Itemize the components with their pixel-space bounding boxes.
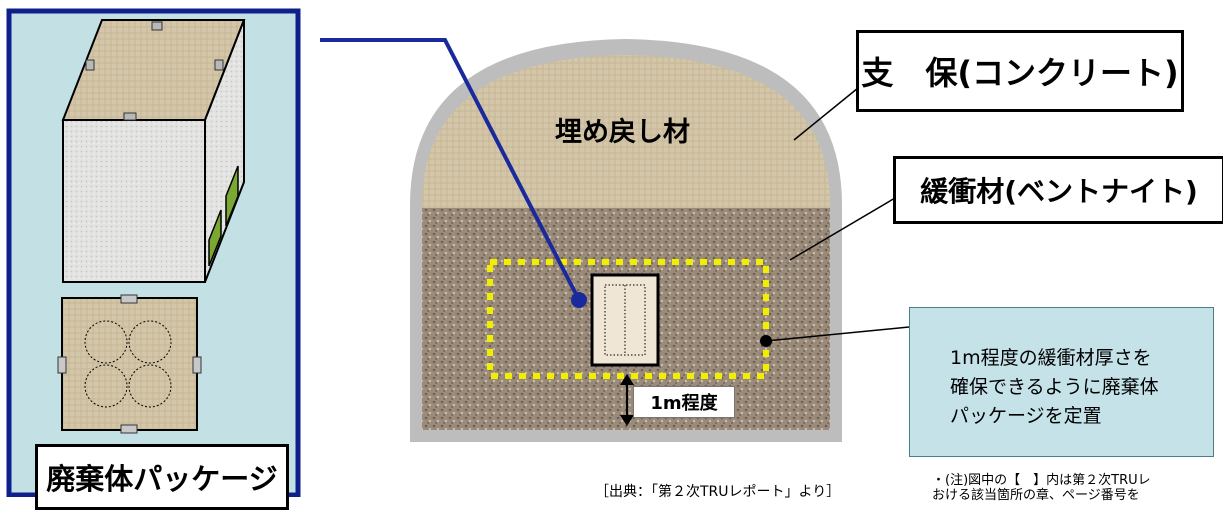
footnote: ・(注)図中の【 】内は第２次TRUレ おける該当箇所の章、ページ番号を — [932, 473, 1151, 503]
support-label: 支 保(コンクリート) — [856, 30, 1184, 112]
distance-arrow — [620, 374, 634, 426]
buffer-label: 緩衝材(ベントナイト) — [893, 156, 1223, 224]
note-line-3: パッケージを定置 — [950, 405, 1102, 427]
repository-diagram — [6, 8, 910, 497]
backfill-label: 埋め戻し材 — [555, 117, 690, 148]
package-connector-dot — [571, 292, 587, 308]
note-leader-dot — [760, 335, 772, 347]
placed-package — [590, 273, 660, 367]
distance-label: 1m程度 — [633, 386, 735, 418]
buffer-leader-line — [789, 197, 896, 261]
note-line-1: 1m程度の緩衝材厚さを — [950, 347, 1152, 369]
footnote-line-1: ・(注)図中の【 】内は第２次TRUレ — [932, 473, 1151, 488]
waste-package-top-view — [57, 294, 202, 434]
package-connector-line — [320, 38, 581, 301]
source-citation: ［出典：「第２次TRUレポート」より］ — [595, 484, 841, 500]
package-label: 廃棄体パッケージ — [35, 444, 289, 510]
note-line-2: 確保できるように廃棄体 — [950, 376, 1159, 398]
support-leader-line — [793, 87, 859, 141]
waste-package-3d — [61, 19, 246, 283]
note-box: 1m程度の緩衝材厚さを 確保できるように廃棄体 パッケージを定置 — [909, 307, 1214, 457]
footnote-line-2: おける該当箇所の章、ページ番号を — [932, 488, 1140, 503]
note-leader-line — [765, 326, 910, 342]
